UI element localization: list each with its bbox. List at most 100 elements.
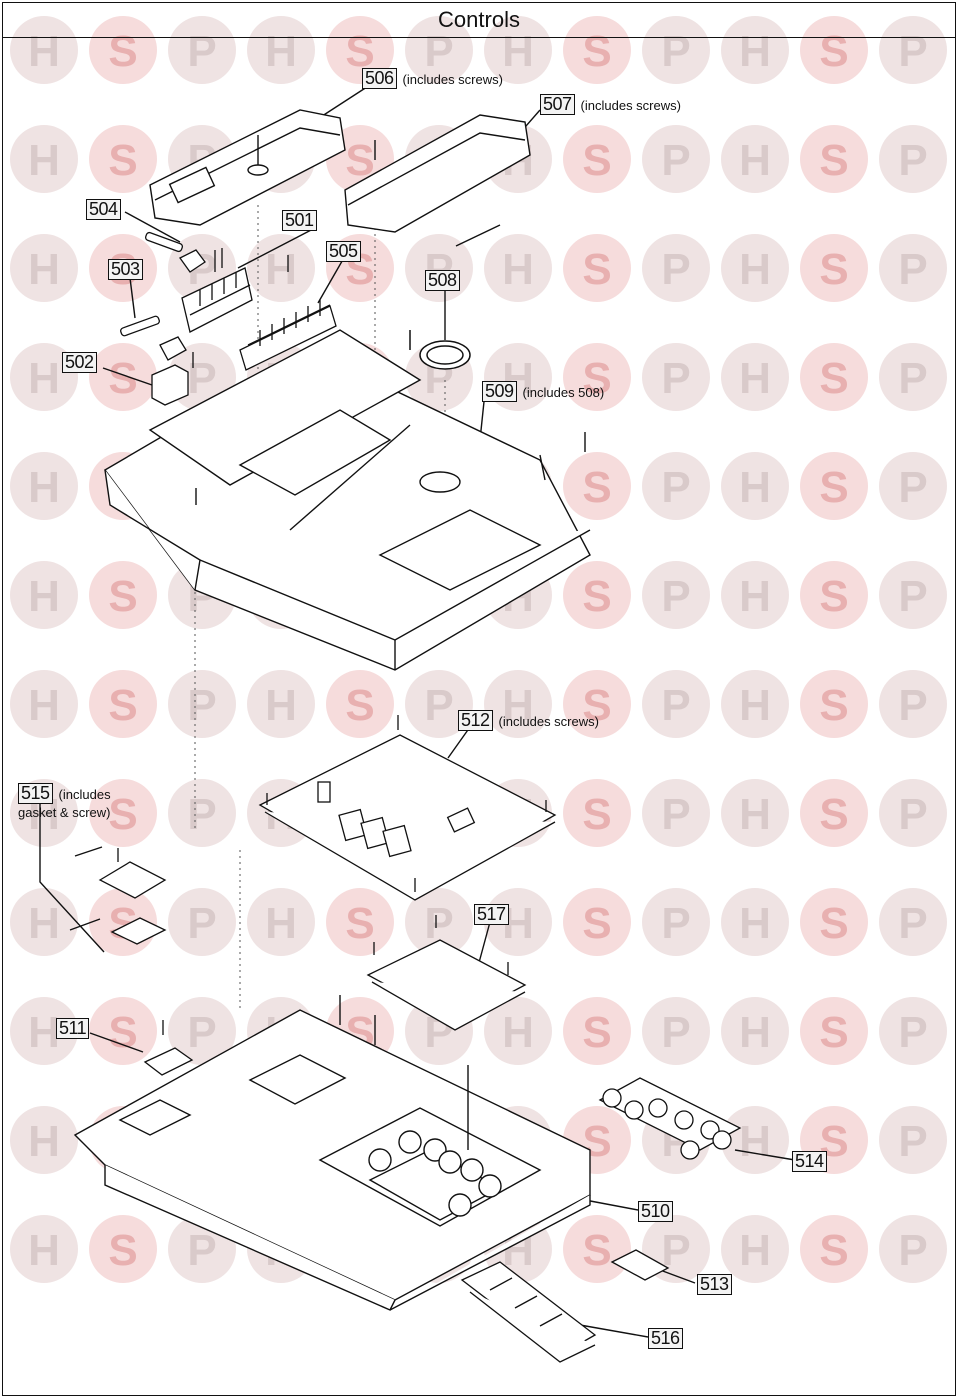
- watermark-circle: [168, 997, 236, 1065]
- watermark-circle: [10, 125, 78, 193]
- label-501: 501: [282, 210, 317, 231]
- watermark-circle: [721, 670, 789, 738]
- watermark-letter: S: [582, 1008, 611, 1057]
- part-number: 513: [697, 1274, 732, 1295]
- watermark-letter: S: [108, 790, 137, 839]
- watermark-circle: [168, 16, 236, 84]
- label-517: 517: [474, 904, 509, 925]
- part-512-pcb: [258, 715, 557, 901]
- watermark-letter: H: [28, 1226, 60, 1275]
- part-510-base: [73, 995, 591, 1311]
- watermark-circle: [405, 670, 473, 738]
- part-number: 509: [482, 381, 517, 402]
- watermark-letter: H: [502, 245, 534, 294]
- watermark-letter: P: [187, 681, 216, 730]
- part-507-cover: [344, 114, 531, 233]
- watermark-circle: [89, 125, 157, 193]
- part-number: 505: [326, 241, 361, 262]
- watermark-letter: P: [898, 463, 927, 512]
- part-number: 502: [62, 352, 97, 373]
- watermark-circle: [405, 888, 473, 956]
- label-515: 515 (includes: [18, 783, 111, 804]
- watermark-circle: [800, 561, 868, 629]
- watermark-letter: H: [739, 463, 771, 512]
- watermark-letter: P: [187, 1008, 216, 1057]
- watermark-letter: H: [28, 899, 60, 948]
- label-512: 512 (includes screws): [458, 710, 599, 731]
- watermark-circle: [800, 888, 868, 956]
- watermark-letter: S: [108, 1226, 137, 1275]
- watermark-letter: H: [739, 1008, 771, 1057]
- watermark-letter: S: [582, 899, 611, 948]
- part-number: 512: [458, 710, 493, 731]
- watermark-letter: H: [28, 1008, 60, 1057]
- watermark-circle: [879, 888, 947, 956]
- part-number: 503: [108, 259, 143, 280]
- watermark-letter: S: [819, 790, 848, 839]
- watermark-circle: [89, 997, 157, 1065]
- watermark-circle: [879, 125, 947, 193]
- watermark-letter: P: [898, 245, 927, 294]
- watermark-circle: [879, 561, 947, 629]
- watermark-letter: H: [28, 245, 60, 294]
- watermark-letter: S: [582, 245, 611, 294]
- watermark-letter: S: [345, 681, 374, 730]
- watermark-letter: H: [739, 245, 771, 294]
- watermark-letter: P: [661, 245, 690, 294]
- watermark-letter: P: [898, 1226, 927, 1275]
- part-511-clip: [143, 1020, 194, 1076]
- watermark-circle: [484, 16, 552, 84]
- watermark-letter: H: [28, 463, 60, 512]
- watermark-letter: S: [819, 463, 848, 512]
- watermark-circle: [879, 234, 947, 302]
- watermark-circle: [89, 779, 157, 847]
- watermark-circle: [168, 888, 236, 956]
- part-note: (includes screws): [402, 72, 503, 87]
- label-508: 508: [425, 270, 460, 291]
- part-number: 504: [86, 199, 121, 220]
- watermark-circle: [642, 234, 710, 302]
- label-504: 504: [86, 199, 121, 220]
- watermark-letter: H: [739, 572, 771, 621]
- watermark-circle: [800, 234, 868, 302]
- part-513-clip: [610, 1249, 670, 1281]
- watermark-letter: H: [28, 354, 60, 403]
- watermark-letter: S: [582, 681, 611, 730]
- watermark-circle: [879, 670, 947, 738]
- part-note: (includes screws): [498, 714, 599, 729]
- part-note: (includes screws): [580, 98, 681, 113]
- watermark-letter: H: [739, 27, 771, 76]
- watermark-letter: P: [898, 1117, 927, 1166]
- watermark-letter: P: [661, 572, 690, 621]
- watermark-letter: P: [898, 681, 927, 730]
- watermark-circle: [563, 888, 631, 956]
- label-507: 507 (includes screws): [540, 94, 681, 115]
- watermark-circle: [642, 997, 710, 1065]
- watermark-letter: S: [345, 899, 374, 948]
- watermark-letter: P: [424, 27, 453, 76]
- watermark-circle: [89, 343, 157, 411]
- watermark-circle: [721, 1215, 789, 1283]
- watermark-letter: H: [28, 1117, 60, 1166]
- watermark-circle: [484, 670, 552, 738]
- watermark-letter: S: [819, 354, 848, 403]
- watermark-circle: [10, 1106, 78, 1174]
- watermark-circle: [800, 452, 868, 520]
- watermark-letter: H: [739, 354, 771, 403]
- part-515-cover: [98, 848, 167, 945]
- label-510: 510: [638, 1201, 673, 1222]
- part-number: 515: [18, 783, 53, 804]
- watermark-circle: [642, 670, 710, 738]
- leader-lines: [39, 84, 796, 1338]
- watermark-letter: P: [661, 136, 690, 185]
- watermark-circle: [563, 125, 631, 193]
- watermark-circle: [721, 779, 789, 847]
- watermark-letter: P: [898, 136, 927, 185]
- part-number: 514: [792, 1151, 827, 1172]
- watermark-letter: H: [739, 899, 771, 948]
- page-title: Controls: [438, 6, 520, 32]
- watermark-circle: [879, 16, 947, 84]
- watermark-letter: H: [265, 27, 297, 76]
- part-note: (includes 508): [522, 385, 605, 400]
